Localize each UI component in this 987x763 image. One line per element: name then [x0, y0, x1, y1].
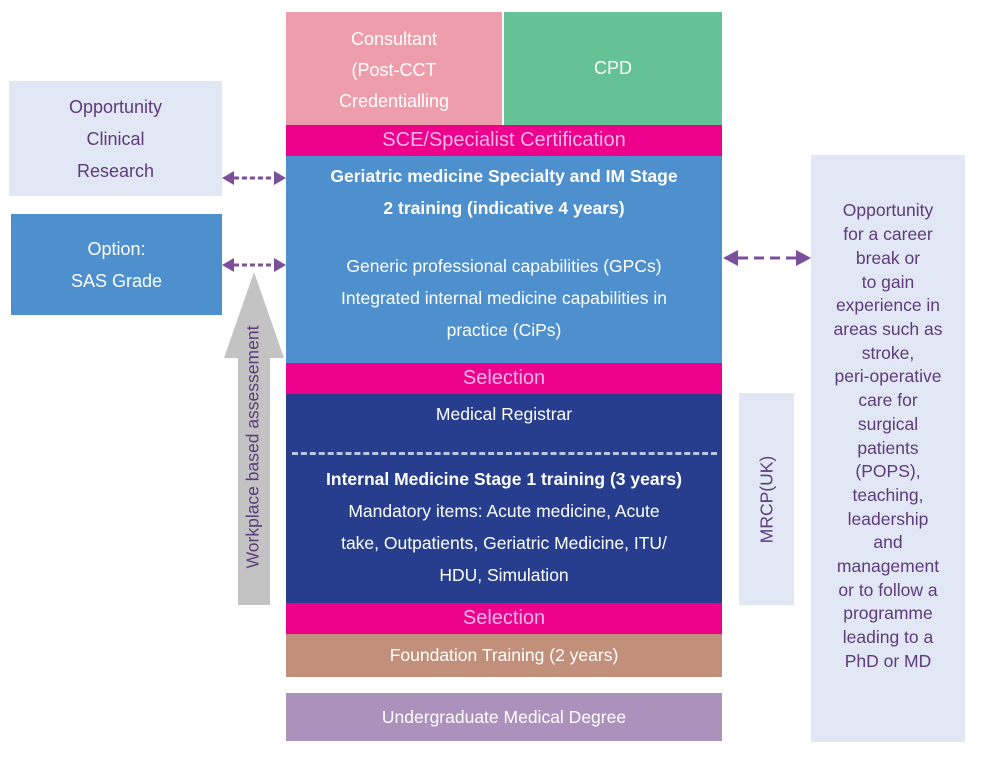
- career-line: to gain: [861, 271, 915, 292]
- career-line: peri-operative: [834, 366, 942, 387]
- cpd-label: CPD: [593, 58, 632, 78]
- sas-line: Option:: [87, 238, 146, 259]
- cpd-box: CPD: [504, 12, 722, 125]
- consultant-line: (Post-CCT: [351, 60, 437, 80]
- career-line: PhD or MD: [844, 650, 932, 671]
- career-line: experience in: [835, 295, 941, 316]
- career-line: teaching,: [852, 484, 924, 505]
- im-stage1-heading: Internal Medicine Stage 1 training (3 ye…: [326, 469, 682, 489]
- selection-bar-lower: Selection: [286, 603, 722, 634]
- selection-label: Selection: [462, 607, 546, 629]
- geriatric-stage2-box: Geriatric medicine Specialty and IM Stag…: [286, 156, 722, 363]
- workplace-assessment-arrow-icon: [224, 272, 284, 605]
- geriatric-body-line: Integrated internal medicine capabilitie…: [341, 288, 667, 308]
- career-line: break or: [855, 247, 921, 268]
- double-arrow-sas-icon: [222, 258, 286, 272]
- double-arrow-research-icon: [222, 171, 286, 185]
- career-line: for a career: [843, 224, 933, 245]
- im-stage1-body-line: Mandatory items: Acute medicine, Acute: [348, 501, 660, 521]
- geriatric-heading-line: 2 training (indicative 4 years): [383, 198, 625, 218]
- foundation-label: Foundation Training (2 years): [389, 645, 619, 665]
- sce-certification-bar: SCE/Specialist Certification: [286, 125, 722, 156]
- career-line: programme: [843, 603, 933, 624]
- undergraduate-label: Undergraduate Medical Degree: [381, 706, 627, 727]
- selection-bar-upper: Selection: [286, 363, 722, 394]
- career-line: surgical: [857, 413, 919, 434]
- im-stage1-body-line: HDU, Simulation: [439, 565, 569, 585]
- sas-line: SAS Grade: [70, 270, 163, 291]
- clinical-research-box: Opportunity Clinical Research: [9, 81, 222, 196]
- double-arrow-career-icon: [723, 250, 811, 266]
- career-line: areas such as: [833, 318, 943, 339]
- geriatric-body-line: Generic professional capabilities (GPCs): [346, 256, 662, 276]
- career-line: patients: [857, 437, 919, 458]
- sas-grade-box: Option: SAS Grade: [11, 214, 222, 315]
- research-line: Clinical: [86, 128, 145, 149]
- consultant-box: Consultant (Post-CCT Credentialling: [286, 12, 502, 125]
- career-line: Opportunity: [842, 200, 934, 221]
- im-stage1-body-line: take, Outpatients, Geriatric Medicine, I…: [341, 533, 667, 553]
- career-line: and: [873, 532, 903, 553]
- workplace-assessment-label: Workplace based assessement: [242, 325, 263, 569]
- career-line: stroke,: [861, 342, 915, 363]
- foundation-training-box: Foundation Training (2 years): [286, 634, 722, 677]
- selection-label: Selection: [462, 367, 546, 389]
- consultant-line: Consultant: [350, 29, 438, 49]
- medical-registrar-label: Medical Registrar: [435, 404, 573, 424]
- consultant-line: Credentialling: [338, 91, 450, 111]
- career-line: leading to a: [842, 627, 934, 648]
- mrcp-box: MRCP(UK): [739, 393, 794, 605]
- undergraduate-degree-box: Undergraduate Medical Degree: [286, 693, 722, 741]
- im-stage1-box: Medical Registrar Internal Medicine Stag…: [286, 394, 722, 603]
- research-line: Research: [76, 160, 155, 181]
- sce-label: SCE/Specialist Certification: [382, 129, 626, 151]
- career-line: leadership: [847, 508, 929, 529]
- career-line: management: [836, 556, 940, 577]
- dashed-divider: [291, 452, 717, 455]
- research-line: Opportunity: [68, 96, 163, 117]
- career-line: or to follow a: [838, 579, 938, 600]
- geriatric-heading-line: Geriatric medicine Specialty and IM Stag…: [330, 166, 678, 186]
- geriatric-body-line: practice (CiPs): [446, 320, 562, 340]
- mrcp-label: MRCP(UK): [756, 455, 776, 543]
- career-break-box: Opportunity for a career break or to gai…: [811, 155, 965, 742]
- career-line: care for: [858, 390, 918, 411]
- career-line: (POPS),: [855, 461, 921, 482]
